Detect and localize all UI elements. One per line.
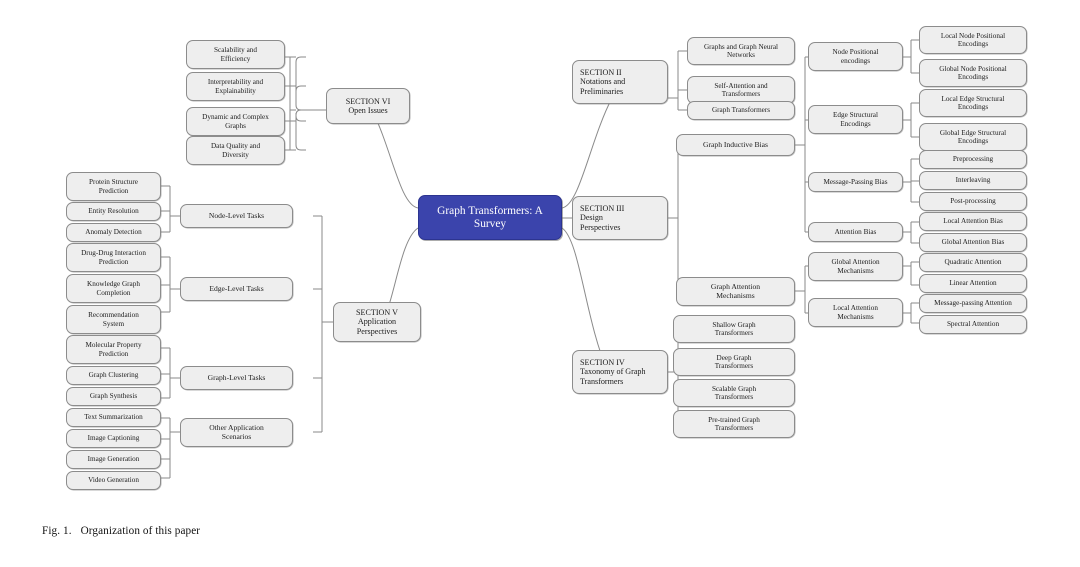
edge-level-leaf-0[interactable]: Drug-Drug Interaction Prediction — [66, 243, 161, 272]
global-attention-leaf-1[interactable]: Linear Attention — [919, 274, 1027, 293]
other-app-leaf-3[interactable]: Video Generation — [66, 471, 161, 490]
section5-child-graph-level[interactable]: Graph-Level Tasks — [180, 366, 293, 390]
section2-child-0[interactable]: Graphs and Graph Neural Networks — [687, 37, 795, 65]
inductive-bias-child-attention-bias[interactable]: Attention Bias — [808, 222, 903, 242]
inductive-bias-child-message-passing[interactable]: Message-Passing Bias — [808, 172, 903, 192]
attention-mechanism-child-global[interactable]: Global Attention Mechanisms — [808, 252, 903, 281]
section6-child-1[interactable]: Interpretability and Explainability — [186, 72, 285, 101]
section6-child-2[interactable]: Dynamic and Complex Graphs — [186, 107, 285, 136]
message-passing-leaf-1[interactable]: Interleaving — [919, 171, 1027, 190]
node-positional-leaf-1[interactable]: Global Node Positional Encodings — [919, 59, 1027, 87]
attention-mechanism-child-local[interactable]: Local Attention Mechanisms — [808, 298, 903, 327]
attention-bias-leaf-0[interactable]: Local Attention Bias — [919, 212, 1027, 231]
section-node-v[interactable]: SECTION V Application Perspectives — [333, 302, 421, 342]
message-passing-leaf-0[interactable]: Preprocessing — [919, 150, 1027, 169]
section-node-vi[interactable]: SECTION VI Open Issues — [326, 88, 410, 124]
section2-child-1[interactable]: Self-Attention and Transformers — [687, 76, 795, 104]
section3-child-inductive-bias[interactable]: Graph Inductive Bias — [676, 134, 795, 156]
root-node[interactable]: Graph Transformers: A Survey — [418, 195, 562, 240]
section4-child-2[interactable]: Scalable Graph Transformers — [673, 379, 795, 407]
section6-child-0[interactable]: Scalability and Efficiency — [186, 40, 285, 69]
node-level-leaf-1[interactable]: Entity Resolution — [66, 202, 161, 221]
local-attention-leaf-1[interactable]: Spectral Attention — [919, 315, 1027, 334]
edge-structural-leaf-1[interactable]: Global Edge Structural Encodings — [919, 123, 1027, 151]
graph-level-leaf-0[interactable]: Molecular Property Prediction — [66, 335, 161, 364]
section5-child-node-level[interactable]: Node-Level Tasks — [180, 204, 293, 228]
section2-child-2[interactable]: Graph Transformers — [687, 101, 795, 120]
section6-child-3[interactable]: Data Quality and Diversity — [186, 136, 285, 165]
edge-level-leaf-1[interactable]: Knowledge Graph Completion — [66, 274, 161, 303]
graph-level-leaf-1[interactable]: Graph Clustering — [66, 366, 161, 385]
section4-child-1[interactable]: Deep Graph Transformers — [673, 348, 795, 376]
section-node-iv[interactable]: SECTION IV Taxonomy of Graph Transformer… — [572, 350, 668, 394]
inductive-bias-child-node-positional[interactable]: Node Positional encodings — [808, 42, 903, 71]
section3-child-attention-mechanisms[interactable]: Graph Attention Mechanisms — [676, 277, 795, 306]
message-passing-leaf-2[interactable]: Post-processing — [919, 192, 1027, 211]
section-node-iii[interactable]: SECTION III Design Perspectives — [572, 196, 668, 240]
other-app-leaf-0[interactable]: Text Summarization — [66, 408, 161, 427]
figure-caption-label: Fig. 1. — [42, 525, 72, 537]
other-app-leaf-2[interactable]: Image Generation — [66, 450, 161, 469]
section5-child-edge-level[interactable]: Edge-Level Tasks — [180, 277, 293, 301]
node-positional-leaf-0[interactable]: Local Node Positional Encodings — [919, 26, 1027, 54]
section4-child-0[interactable]: Shallow Graph Transformers — [673, 315, 795, 343]
other-app-leaf-1[interactable]: Image Captioning — [66, 429, 161, 448]
section-node-ii[interactable]: SECTION II Notations and Preliminaries — [572, 60, 668, 104]
figure-caption-text: Organization of this paper — [80, 525, 201, 537]
attention-bias-leaf-1[interactable]: Global Attention Bias — [919, 233, 1027, 252]
edge-structural-leaf-0[interactable]: Local Edge Structural Encodings — [919, 89, 1027, 117]
node-level-leaf-0[interactable]: Protein Structure Prediction — [66, 172, 161, 201]
section5-child-other-apps[interactable]: Other Application Scenarios — [180, 418, 293, 447]
section4-child-3[interactable]: Pre-trained Graph Transformers — [673, 410, 795, 438]
node-level-leaf-2[interactable]: Anomaly Detection — [66, 223, 161, 242]
graph-level-leaf-2[interactable]: Graph Synthesis — [66, 387, 161, 406]
local-attention-leaf-0[interactable]: Message-passing Attention — [919, 294, 1027, 313]
figure-caption: Fig. 1. Organization of this paper — [42, 525, 200, 537]
edge-level-leaf-2[interactable]: Recommendation System — [66, 305, 161, 334]
inductive-bias-child-edge-structural[interactable]: Edge Structural Encodings — [808, 105, 903, 134]
global-attention-leaf-0[interactable]: Quadratic Attention — [919, 253, 1027, 272]
